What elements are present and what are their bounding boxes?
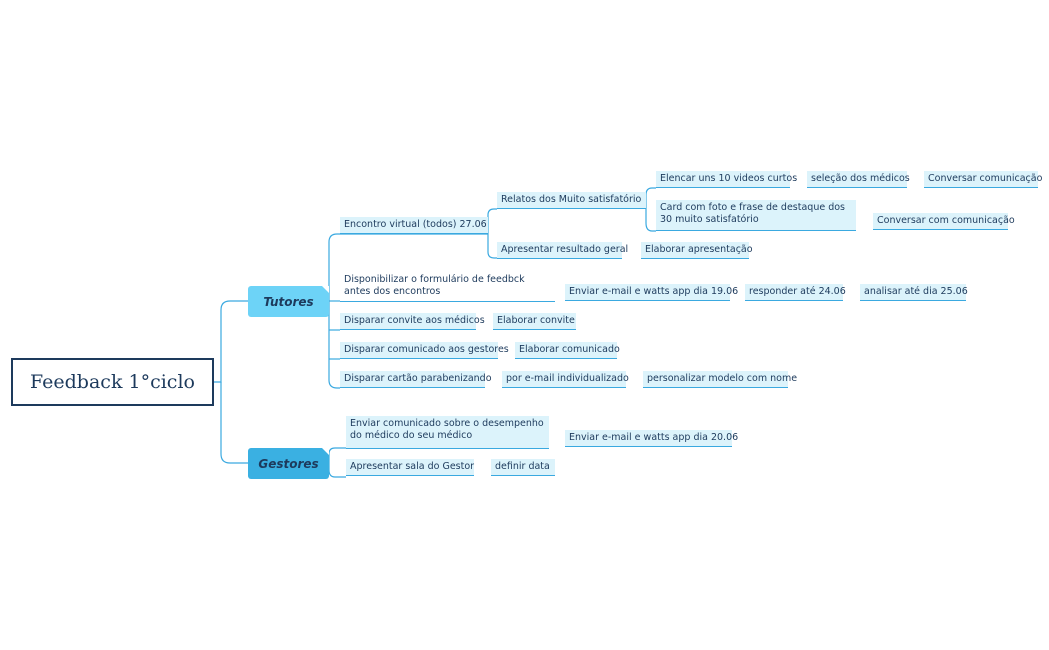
topic-disponibilizar-formulario[interactable]: Disponibilizar o formulário de feedbck a… bbox=[340, 272, 555, 302]
topic-apresentar-resultado[interactable]: Apresentar resultado geral bbox=[497, 242, 628, 259]
topic-enviar-comunicado-desempenho[interactable]: Enviar comunicado sobre o desempenho do … bbox=[346, 416, 549, 449]
fold-corner-icon bbox=[322, 448, 329, 455]
topic-email-individualizado[interactable]: por e-mail individualizado bbox=[502, 371, 629, 388]
branch-tutores[interactable]: Tutores bbox=[248, 286, 329, 317]
topic-responder[interactable]: responder até 24.06 bbox=[745, 284, 846, 301]
root-label: Feedback 1°ciclo bbox=[30, 371, 195, 393]
fold-corner-icon bbox=[322, 286, 329, 293]
topic-enviar-email-2006[interactable]: Enviar e-mail e watts app dia 20.06 bbox=[565, 430, 738, 447]
topic-elaborar-comunicado[interactable]: Elaborar comunicado bbox=[515, 342, 620, 359]
branch-gestores-label: Gestores bbox=[258, 456, 319, 471]
topic-disparar-convite[interactable]: Disparar convite aos médicos bbox=[340, 313, 485, 330]
topic-analisar[interactable]: analisar até dia 25.06 bbox=[860, 284, 968, 301]
topic-personalizar-modelo[interactable]: personalizar modelo com nome bbox=[643, 371, 797, 388]
topic-elaborar-convite[interactable]: Elaborar convite bbox=[493, 313, 576, 330]
topic-definir-data[interactable]: definir data bbox=[491, 459, 555, 476]
branch-tutores-label: Tutores bbox=[263, 294, 314, 309]
topic-disparar-comunicado[interactable]: Disparar comunicado aos gestores bbox=[340, 342, 509, 359]
branch-gestores[interactable]: Gestores bbox=[248, 448, 329, 479]
topic-apresentar-sala[interactable]: Apresentar sala do Gestor bbox=[346, 459, 474, 476]
topic-relatos[interactable]: Relatos dos Muito satisfatório bbox=[497, 192, 646, 209]
topic-conversar-com-comunicacao[interactable]: Conversar com comunicação bbox=[873, 213, 1015, 230]
topic-elencar-videos[interactable]: Elencar uns 10 videos curtos bbox=[656, 171, 797, 188]
topic-elaborar-apresentacao[interactable]: Elaborar apresentação bbox=[641, 242, 753, 259]
topic-encontro-virtual[interactable]: Encontro virtual (todos) 27.06 bbox=[340, 217, 488, 234]
topic-disparar-cartao[interactable]: Disparar cartão parabenizando bbox=[340, 371, 492, 388]
root-node[interactable]: Feedback 1°ciclo bbox=[11, 358, 214, 406]
topic-conversar-comunicacao[interactable]: Conversar comunicação bbox=[924, 171, 1042, 188]
topic-card-foto[interactable]: Card com foto e frase de destaque dos 30… bbox=[656, 200, 856, 231]
topic-enviar-email-1906[interactable]: Enviar e-mail e watts app dia 19.06 bbox=[565, 284, 738, 301]
topic-selecao-medicos[interactable]: seleção dos médicos bbox=[807, 171, 910, 188]
